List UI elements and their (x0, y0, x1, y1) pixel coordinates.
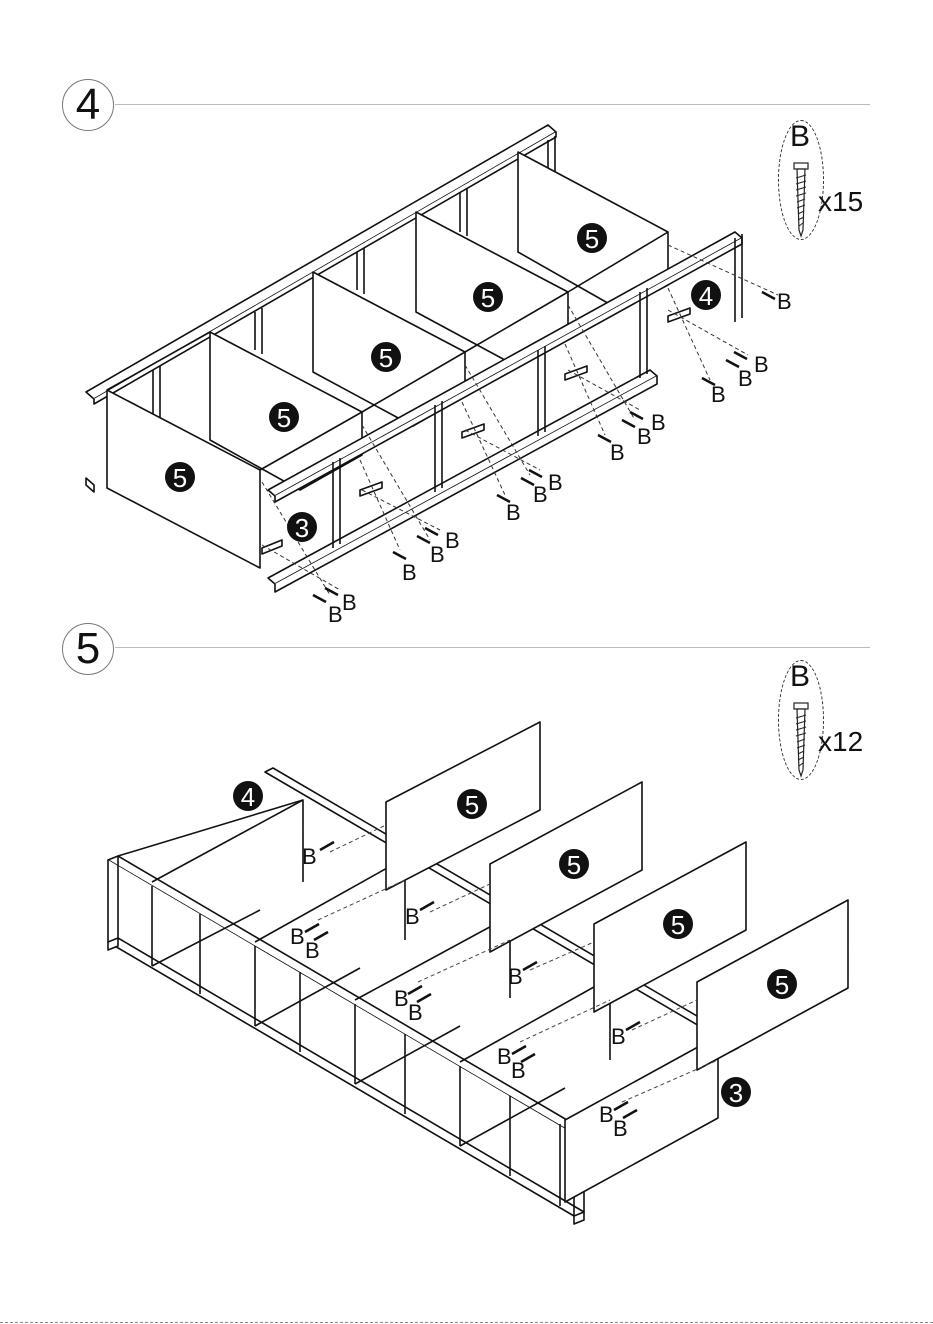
screw-label: B (342, 590, 357, 615)
page-bottom-rule (0, 1322, 933, 1323)
panel-label: 5 (277, 403, 291, 433)
step-5-diagram: 5 5 5 5 4 3 B B B B B B B B B B B B (0, 620, 933, 1300)
screw-label: B (651, 410, 666, 435)
panel-label: 3 (729, 1078, 743, 1108)
panel-label: 4 (699, 281, 713, 311)
step-5: 5 B x12 (0, 620, 933, 1300)
screw-label: B (511, 1058, 526, 1083)
screw-label: B (290, 924, 305, 949)
panel-label: 5 (173, 463, 187, 493)
step-4-diagram: 5 5 5 5 5 4 3 B B B B B B B B B B B B B … (0, 0, 933, 640)
panel-label: 5 (379, 343, 393, 373)
screw-label: B (610, 440, 625, 465)
screw-label: B (408, 1000, 423, 1025)
panel-label: 4 (241, 782, 255, 812)
panel-label: 3 (295, 513, 309, 543)
panel-label: 5 (775, 970, 789, 1000)
screw-label: B (305, 938, 320, 963)
screw-label: B (613, 1116, 628, 1141)
screw-label: B (430, 542, 445, 567)
screw-label: B (754, 352, 769, 377)
screw-label: B (548, 470, 563, 495)
screw-label: B (402, 560, 417, 585)
panel-label: 5 (481, 283, 495, 313)
panel-label: 5 (671, 910, 685, 940)
screw-label: B (738, 366, 753, 391)
step-4: 4 B x15 (0, 0, 933, 640)
screw-label: B (611, 1024, 626, 1049)
screw-label: B (506, 500, 521, 525)
panel-label: 5 (585, 224, 599, 254)
screw-label: B (405, 904, 420, 929)
panel-label: 5 (465, 790, 479, 820)
screw-label: B (302, 844, 317, 869)
screw-label: B (599, 1102, 614, 1127)
screw-label: B (711, 382, 726, 407)
screw-label: B (637, 424, 652, 449)
screw-label: B (394, 986, 409, 1011)
panel-label: 5 (567, 850, 581, 880)
screw-label: B (533, 482, 548, 507)
screw-label: B (445, 528, 460, 553)
screw-label: B (777, 289, 792, 314)
screw-label: B (508, 964, 523, 989)
screw-label: B (497, 1044, 512, 1069)
